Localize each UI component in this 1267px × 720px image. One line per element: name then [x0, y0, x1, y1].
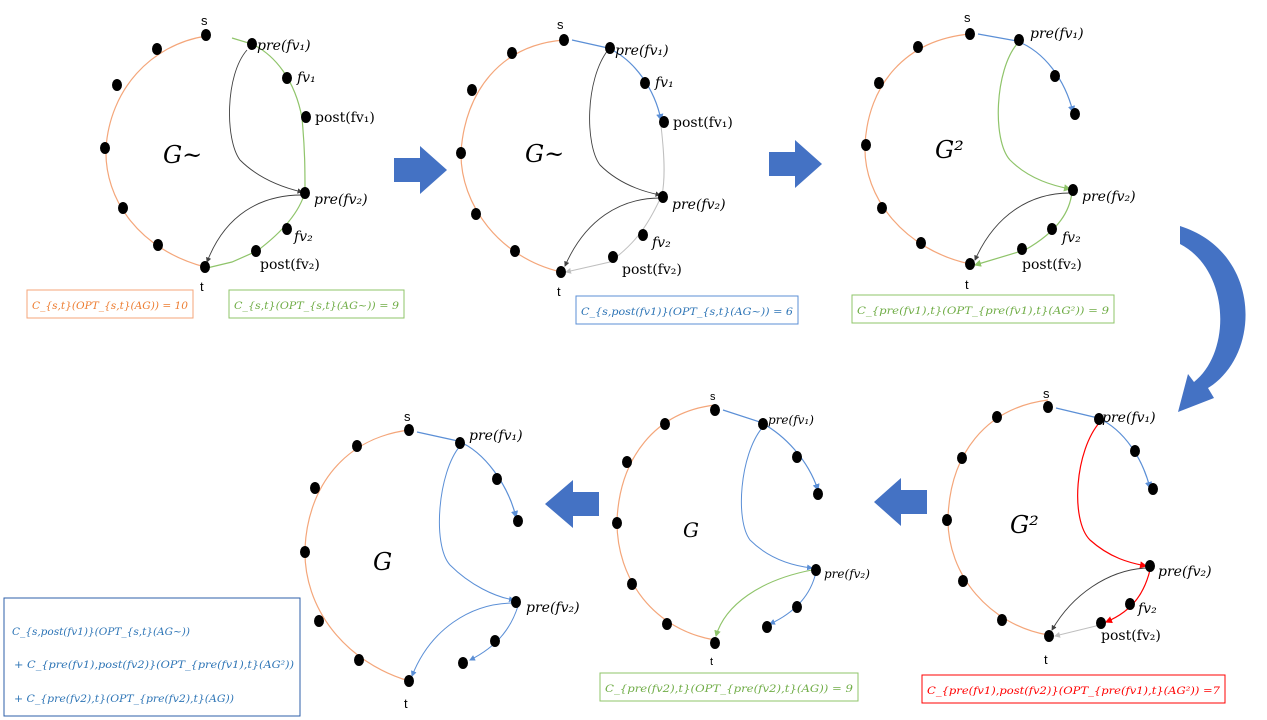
label-post-fv2: post(fv₂)	[1101, 628, 1161, 644]
formula-4: C_{pre(fv1),t}(OPT_{pre(fv1),t}(AG²)) = …	[857, 305, 1109, 317]
graph-title: G	[683, 518, 699, 542]
formula-box-5: C_{pre(fv1),post(fv2)}(OPT_{pre(fv1),t}(…	[921, 674, 1226, 704]
label-t: t	[1044, 652, 1048, 667]
nodes	[456, 34, 669, 278]
label-pre-fv1: pre(fv₁)	[257, 38, 311, 54]
gray-path-2	[564, 197, 661, 267]
label-s: s	[557, 17, 564, 32]
blue-path-2	[740, 427, 813, 571]
panel-2: s t pre(fv₁) fv₁ post(fv₁) pre(fv₂) fv₂ …	[456, 17, 733, 299]
green-path	[714, 569, 813, 638]
formula-7-line-3: + C_{pre(fv2),t}(OPT_{pre(fv2),t}(AG))	[14, 693, 234, 705]
label-pre-fv1: pre(fv₁)	[615, 43, 669, 59]
nodes	[300, 424, 523, 687]
label-pre-fv2: pre(fv₂)	[1082, 189, 1136, 205]
formula-box-7: C_{s,post(fv1)}(OPT_{s,t}(AG~)) + C_{pre…	[3, 597, 301, 717]
label-t: t	[557, 284, 561, 299]
label-pre-fv2: pre(fv₂)	[1158, 564, 1212, 580]
graph-title: G	[373, 548, 392, 576]
gray-path	[1051, 567, 1147, 631]
blue-path-3	[411, 602, 515, 677]
label-s: s	[1043, 386, 1050, 401]
formula-box-2: C_{s,t}(OPT_{s,t}(AG~)) = 9	[228, 289, 405, 319]
label-fv1: fv₁	[296, 70, 316, 86]
panel-3: s t pre(fv₁) pre(fv₂) fv₂ post(fv₂) G²	[861, 10, 1136, 292]
formula-box-4: C_{pre(fv1),t}(OPT_{pre(fv1),t}(AG²)) = …	[851, 294, 1115, 324]
label-fv1: fv₁	[654, 75, 674, 91]
gray-path-2	[206, 194, 303, 263]
panel-1: s t pre(fv₁) fv₁ post(fv₁) pre(fv₂) fv₂ …	[100, 13, 375, 294]
red-path-2	[1104, 569, 1151, 624]
arrow-right-1	[394, 146, 447, 194]
blue-path-2	[438, 445, 515, 603]
formula-2: C_{s,t}(OPT_{s,t}(AG~)) = 9	[234, 300, 399, 312]
orange-path	[616, 404, 716, 641]
arrow-curved-down	[1178, 226, 1246, 412]
label-pre-fv1: pre(fv₁)	[768, 413, 814, 427]
label-post-fv2: post(fv₂)	[260, 257, 320, 273]
red-path-1	[1077, 421, 1148, 569]
green-path-1	[997, 43, 1072, 192]
label-post-fv2: post(fv₂)	[1022, 257, 1082, 273]
formula-7-line-2: + C_{pre(fv1),post(fv2)}(OPT_{pre(fv1),t…	[14, 659, 294, 671]
formula-box-6: C_{pre(fv2),t}(OPT_{pre(fv2),t}(AG)) = 9	[599, 672, 859, 702]
formula-3: C_{s,post(fv1)}(OPT_{s,t}(AG~)) = 6	[581, 306, 793, 318]
label-s: s	[710, 391, 716, 403]
label-pre-fv2: pre(fv₂)	[824, 567, 870, 581]
blue-path-3	[769, 571, 817, 625]
graph-title: G~	[525, 140, 564, 168]
label-fv2: fv₂	[1137, 601, 1157, 617]
lgray-path	[565, 125, 665, 274]
label-t: t	[404, 696, 408, 711]
green-path	[206, 37, 306, 269]
blue-path-4	[469, 605, 519, 661]
formula-box-3: C_{s,post(fv1)}(OPT_{s,t}(AG~)) = 6	[575, 295, 799, 325]
panel-6: s t pre(fv₁) pre(fv₂) G	[300, 409, 580, 711]
formula-1: C_{s,t}(OPT_{s,t}(AG)) = 10	[32, 300, 188, 312]
label-post-fv2: post(fv₂)	[622, 262, 682, 278]
gray-path	[974, 192, 1071, 261]
arrow-left-2	[545, 480, 599, 528]
label-pre-fv1: pre(fv₁)	[1030, 26, 1084, 42]
formula-5: C_{pre(fv1),post(fv2)}(OPT_{pre(fv1),t}(…	[927, 685, 1220, 697]
arrow-right-2	[769, 140, 822, 188]
label-s: s	[964, 10, 971, 25]
label-t: t	[200, 279, 204, 294]
gray-path-1	[229, 49, 303, 194]
label-fv2: fv₂	[1061, 230, 1081, 246]
label-post-fv1: post(fv₁)	[315, 110, 375, 126]
formula-box-1: C_{s,t}(OPT_{s,t}(AG)) = 10	[26, 289, 194, 319]
panel-5: s t pre(fv₁) pre(fv₂) G	[612, 391, 870, 668]
nodes	[612, 404, 823, 649]
label-post-fv1: post(fv₁)	[673, 115, 733, 131]
label-pre-fv2: pre(fv₂)	[314, 192, 368, 208]
label-pre-fv1: pre(fv₁)	[1102, 410, 1156, 426]
label-fv2: fv₂	[293, 229, 313, 245]
nodes	[942, 401, 1158, 642]
graph-title: G²	[1010, 511, 1039, 539]
formula-7-line-1: C_{s,post(fv1)}(OPT_{s,t}(AG~))	[12, 626, 190, 638]
label-s: s	[404, 409, 411, 424]
lgray-path	[1054, 624, 1101, 638]
panel-4: s t pre(fv₁) pre(fv₂) fv₂ post(fv₂) G²	[942, 386, 1212, 667]
nodes	[100, 29, 311, 273]
arrow-left-1	[874, 478, 927, 526]
blue-path-1	[416, 431, 519, 519]
formula-6: C_{pre(fv2),t}(OPT_{pre(fv2),t}(AG)) = 9	[605, 683, 853, 695]
nodes	[861, 28, 1080, 270]
label-pre-fv2: pre(fv₂)	[672, 197, 726, 213]
label-fv2: fv₂	[651, 235, 671, 251]
label-s: s	[201, 13, 208, 28]
label-pre-fv2: pre(fv₂)	[526, 600, 580, 616]
label-t: t	[965, 277, 969, 292]
label-pre-fv1: pre(fv₁)	[469, 428, 523, 444]
gray-path-1	[589, 49, 661, 197]
graph-title: G²	[935, 136, 964, 164]
orange-path	[304, 429, 410, 682]
graph-title: G~	[163, 141, 202, 169]
label-t: t	[710, 656, 713, 668]
